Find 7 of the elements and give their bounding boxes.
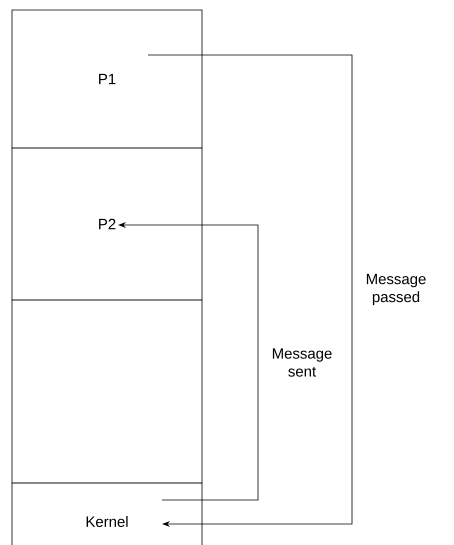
process-box: P1 [12, 10, 202, 148]
arrow [148, 54, 352, 528]
process-box: P2 [12, 148, 202, 300]
edge-label: Message passed [356, 272, 436, 306]
memory-block [12, 300, 202, 484]
process-box: Kernel [12, 482, 202, 545]
edge-label: Message sent [262, 347, 342, 378]
